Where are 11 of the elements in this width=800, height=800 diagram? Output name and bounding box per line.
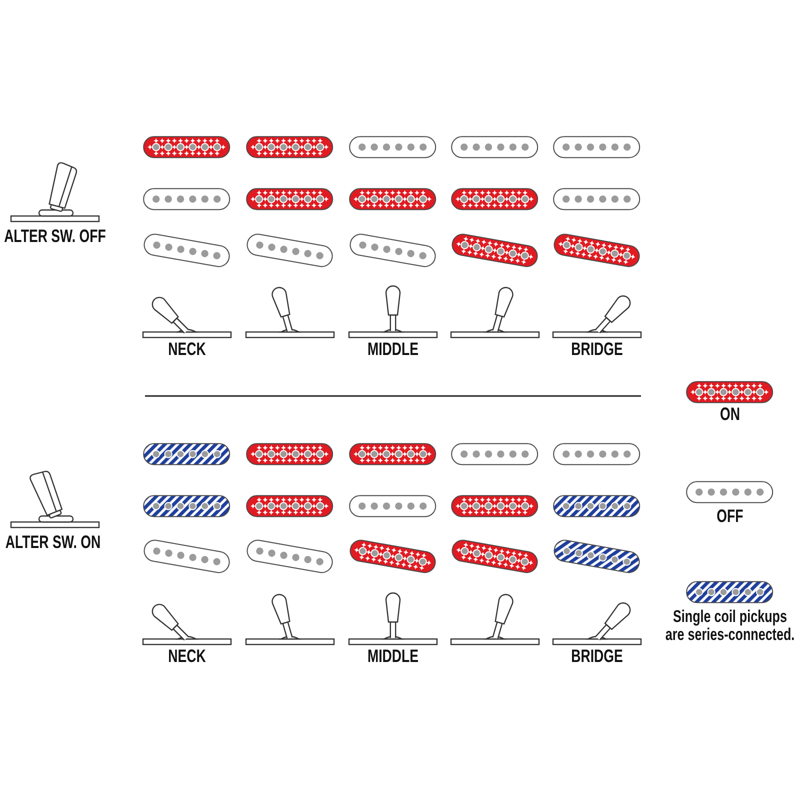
legend-label: ON [720, 404, 740, 424]
position-label: MIDDLE [366, 339, 418, 359]
legend-label: OFF [716, 506, 744, 526]
switch-label: ALTER SW. OFF [4, 226, 106, 246]
position-label: BRIDGE [570, 646, 622, 666]
legend-label: Single coil pickups are series-connected. [664, 608, 796, 644]
position-label: NECK [168, 646, 206, 666]
switch-label: ALTER SW. ON [5, 532, 101, 552]
position-label: BRIDGE [570, 339, 622, 359]
position-label: MIDDLE [366, 646, 418, 666]
position-label: NECK [168, 339, 206, 359]
